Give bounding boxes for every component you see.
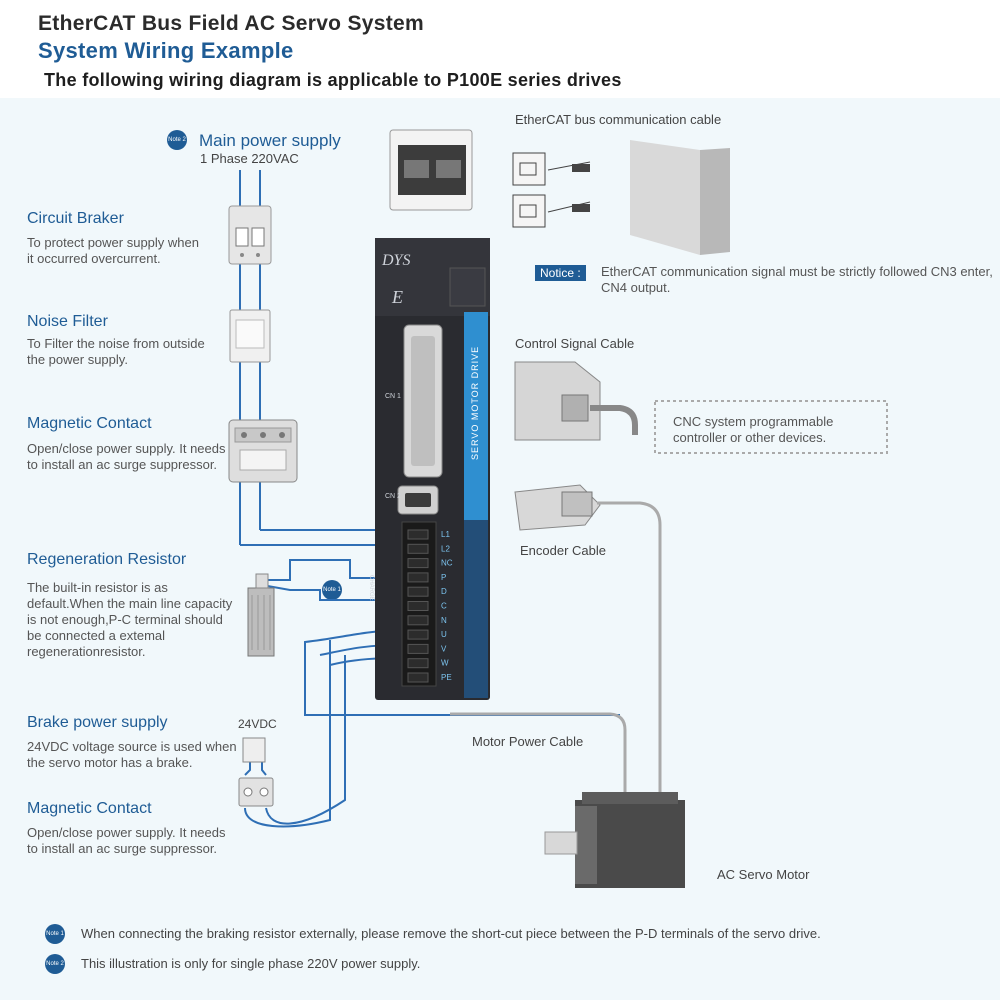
diagram-panel bbox=[0, 98, 1000, 1000]
cnc-box-text: CNC system programmable controller or ot… bbox=[673, 414, 834, 445]
ethercat-cable-label: EtherCAT bus communication cable bbox=[515, 112, 722, 127]
noise-filter-desc: To Filter the noise from outside the pow… bbox=[27, 336, 205, 367]
circuit-breaker-desc: To protect power supply when it occurred… bbox=[27, 235, 199, 266]
page-subtitle: System Wiring Example bbox=[38, 38, 294, 63]
note-2-badge: Note 2 bbox=[167, 130, 187, 150]
brake-power-title: Brake power supply bbox=[27, 714, 168, 731]
magnetic-contact-desc: Open/close power supply. It needs to ins… bbox=[27, 441, 226, 472]
regeneration-resistor-title: Regeneration Resistor bbox=[27, 551, 187, 568]
servo-motor-label: AC Servo Motor bbox=[717, 867, 810, 882]
control-cable-label: Control Signal Cable bbox=[515, 336, 635, 351]
applicability-note: The following wiring diagram is applicab… bbox=[44, 70, 622, 90]
circuit-breaker-title: Circuit Braker bbox=[27, 210, 124, 227]
magnetic-contact-2-desc: Open/close power supply. It needs to ins… bbox=[27, 825, 226, 856]
main-power-spec: 1 Phase 220VAC bbox=[200, 151, 299, 166]
footnote-1-badge: Note 1 bbox=[45, 924, 65, 944]
regeneration-resistor-desc: The built-in resistor is as default.When… bbox=[27, 580, 233, 659]
motor-power-cable-label: Motor Power Cable bbox=[472, 734, 584, 749]
footnote-1-text: When connecting the braking resistor ext… bbox=[81, 926, 821, 941]
page-title: EtherCAT Bus Field AC Servo System bbox=[38, 12, 424, 35]
noise-filter-title: Noise Filter bbox=[27, 313, 108, 330]
notice-text: EtherCAT communication signal must be st… bbox=[601, 264, 993, 295]
notice-badge: Notice : bbox=[535, 265, 586, 281]
magnetic-contact-2-title: Magnetic Contact bbox=[27, 800, 152, 817]
footnote-2-badge: Note 2 bbox=[45, 954, 65, 974]
footnote-2-text: This illustration is only for single pha… bbox=[81, 956, 421, 971]
encoder-cable-label: Encoder Cable bbox=[520, 543, 606, 558]
note-1-badge: Note 1 bbox=[322, 580, 342, 600]
brake-power-desc: 24VDC voltage source is used when the se… bbox=[27, 739, 237, 770]
magnetic-contact-title: Magnetic Contact bbox=[27, 415, 152, 432]
brake-voltage-label: 24VDC bbox=[238, 717, 277, 731]
main-power-title: Main power supply bbox=[199, 131, 341, 150]
